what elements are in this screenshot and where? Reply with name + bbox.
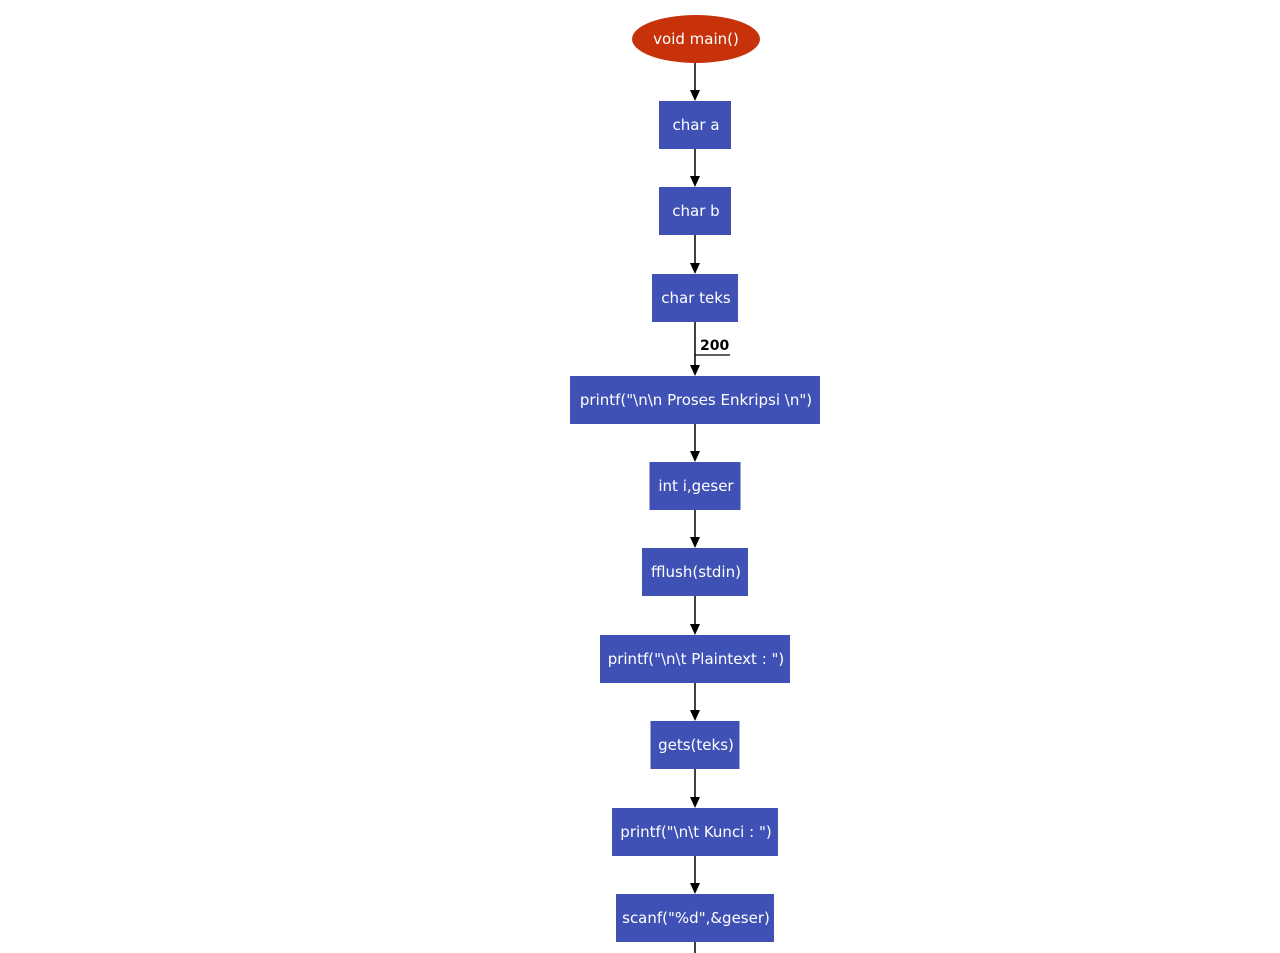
flow-edge [690, 149, 700, 187]
node-label: gets(teks) [658, 736, 734, 754]
arrow-head [690, 883, 700, 894]
process-node[interactable]: char a [659, 101, 731, 149]
flow-edge [690, 510, 700, 548]
arrow-head [690, 624, 700, 635]
node-label: scanf("%d",&geser) [622, 909, 770, 927]
arrow-head [690, 365, 700, 376]
flow-edge [690, 596, 700, 635]
arrow-head [690, 537, 700, 548]
process-rect [659, 101, 731, 149]
node-label: char teks [661, 289, 731, 307]
process-node[interactable]: printf("\n\t Kunci : ") [612, 808, 778, 856]
arrow-head [690, 176, 700, 187]
node-label: char b [672, 202, 719, 220]
node-label: printf("\n\t Plaintext : ") [608, 650, 785, 668]
process-rect [659, 187, 731, 235]
process-rect [616, 894, 774, 942]
terminal-ellipse [632, 15, 760, 63]
process-rect [570, 376, 820, 424]
flow-edge [690, 856, 700, 894]
arrow-head [690, 451, 700, 462]
arrow-head [690, 90, 700, 101]
process-node[interactable]: printf("\n\n Proses Enkripsi \n") [570, 376, 820, 424]
node-label: printf("\n\n Proses Enkripsi \n") [580, 391, 812, 409]
process-node[interactable]: fflush(stdin) [642, 548, 748, 596]
edge-label: 200 [700, 338, 729, 354]
process-rect [612, 808, 778, 856]
flow-edge [690, 424, 700, 462]
flow-edge [690, 235, 700, 274]
process-rect [600, 635, 790, 683]
node-label: void main() [653, 30, 739, 48]
process-node[interactable]: scanf("%d",&geser) [616, 894, 774, 942]
flow-edge [690, 683, 700, 721]
process-rect [650, 721, 740, 769]
start-terminal-node[interactable]: void main() [632, 15, 760, 63]
node-label: fflush(stdin) [651, 563, 741, 581]
process-rect [642, 548, 748, 596]
process-node[interactable]: char teks [652, 274, 738, 322]
arrow-head [690, 710, 700, 721]
node-label: printf("\n\t Kunci : ") [620, 823, 771, 841]
flow-edge [690, 769, 700, 808]
process-rect [649, 462, 741, 510]
process-node[interactable]: gets(teks) [650, 721, 740, 769]
nodes-layer: void main() char a char b char teks printf("… [570, 15, 820, 942]
process-rect [652, 274, 738, 322]
node-label: char a [672, 116, 719, 134]
node-label: int i,geser [658, 477, 734, 495]
flow-edge: 200 [690, 322, 730, 376]
flow-edge [690, 63, 700, 101]
process-node[interactable]: printf("\n\t Plaintext : ") [600, 635, 790, 683]
arrow-head [690, 797, 700, 808]
process-node[interactable]: int i,geser [649, 462, 741, 510]
arrow-head [690, 263, 700, 274]
edges-layer: 200 [690, 63, 730, 953]
process-node[interactable]: char b [659, 187, 731, 235]
